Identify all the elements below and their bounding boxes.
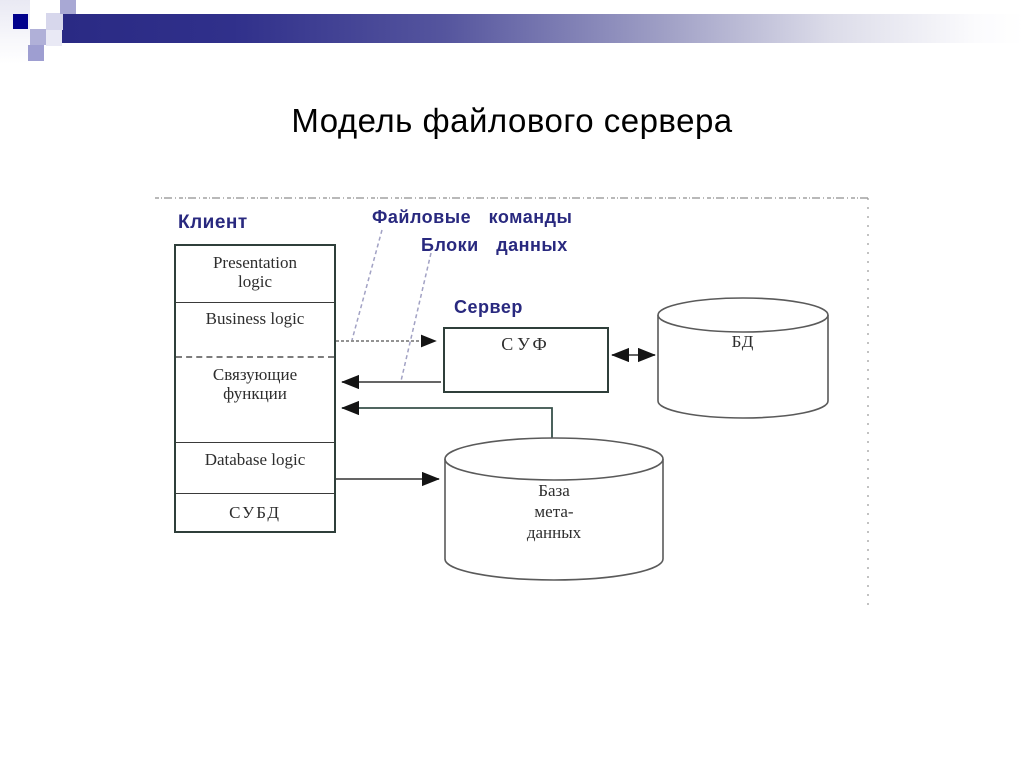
- client-layer-business-logic: Business logic: [176, 302, 334, 356]
- client-layer-database-logic: Database logic: [176, 442, 334, 493]
- file-server-model-diagram: Клиент Файловые команды Блоки данных Сер…: [155, 190, 870, 620]
- leader-line-file-commands: [351, 229, 383, 341]
- deco-square-navy: [13, 14, 28, 29]
- deco-square-lavender: [28, 45, 44, 61]
- deco-square-mid-top: [60, 0, 76, 14]
- database-cylinder: [657, 297, 829, 419]
- suf-server-box: СУФ: [443, 327, 609, 393]
- client-layer-presentation-logic: Presentation logic: [212, 253, 298, 291]
- header-left-strip: [0, 0, 30, 64]
- client-layer-dbms: СУБД: [176, 493, 334, 533]
- header-gradient-bar: [59, 14, 1024, 43]
- client-layer-binding-functions: Связующие функции: [176, 356, 334, 442]
- metadata-database-label: База мета- данных: [494, 480, 614, 543]
- data-blocks-label: Блоки данных: [421, 235, 568, 255]
- deco-square-mid: [30, 29, 46, 45]
- client-label: Клиент: [178, 212, 248, 233]
- database-label: БД: [731, 332, 755, 351]
- metadata-line-2: мета-: [534, 502, 574, 521]
- metadata-line-3: данных: [526, 523, 582, 542]
- leader-line-data-blocks: [400, 252, 432, 382]
- file-commands-label: Файловые команды: [372, 207, 573, 227]
- diagram-canvas: [155, 197, 869, 610]
- deco-square-light-2: [46, 30, 62, 46]
- client-stack-box: Presentation logic Business logic Связую…: [174, 244, 336, 533]
- deco-square-light-1: [46, 13, 63, 30]
- arrow-metadata-to-client: [341, 400, 553, 439]
- slide-title: Модель файлового сервера: [291, 102, 733, 139]
- metadata-database-cylinder: [444, 437, 664, 581]
- metadata-line-1: База: [538, 481, 570, 500]
- server-label: Сервер: [454, 297, 523, 317]
